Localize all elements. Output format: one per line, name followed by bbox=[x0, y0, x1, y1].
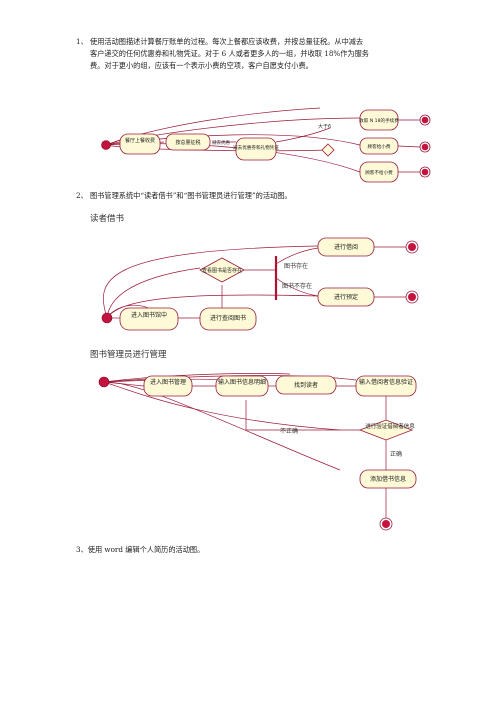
d1-node-tax-label: 按总量征税 bbox=[175, 139, 200, 146]
d1-edge-9 bbox=[275, 127, 331, 143]
d3-node-add: 添加借书信息 bbox=[359, 469, 417, 489]
d2-edge-1 bbox=[102, 245, 319, 319]
d3-node-enter: 进入图书管理 bbox=[143, 375, 193, 397]
diagram-2: 进入图书馆中 进行查阅图书 查看图书是否存在 图书存在 图书不存在 进行借阅 进… bbox=[101, 237, 419, 331]
diagram-2-subtitle: 读者借书 bbox=[90, 214, 125, 224]
d3-guard-right: 正确 bbox=[390, 450, 402, 458]
d1-node-tax: 按总量征税 bbox=[165, 133, 211, 151]
svg-text:进入图书馆中: 进入图书馆中 bbox=[131, 311, 167, 319]
d1-end-edges bbox=[397, 119, 421, 173]
question-2-text: 图书管理系统中“读者借书”和“图书管理员进行管理”的活动图。 bbox=[90, 191, 292, 200]
d3-node-input-info-label: 输入图书信息明细 bbox=[218, 378, 266, 386]
diagram-3: 进入图书管理 输入图书信息明细 找到读者 输入借阅者信息验证 进行验证借阅者信息… bbox=[98, 373, 417, 531]
question-3: 3、使用 word 编辑个人简历的活动图。 bbox=[76, 544, 436, 556]
question-1-number: 1、 bbox=[76, 37, 88, 46]
d2-edge-3 bbox=[106, 294, 319, 319]
d3-guard-wrong: 不正确 bbox=[280, 427, 298, 435]
d1-node-tip-yes-label: 顾客给小费 bbox=[368, 143, 391, 150]
d2-edge-2 bbox=[106, 267, 201, 319]
d2-node-enter-label: 进入图书馆中 bbox=[131, 311, 167, 319]
d2-end-2 bbox=[405, 290, 419, 304]
question-2: 2、图书管理系统中“读者借书”和“图书管理员进行管理”的活动图。 bbox=[76, 190, 436, 202]
d1-node-coupon: 减去优惠券和礼物凭证 bbox=[233, 137, 279, 161]
question-2-number: 2、 bbox=[76, 191, 88, 200]
d2-node-exists-q-label: 查看图书是否存在 bbox=[202, 267, 242, 274]
d2-node-enter: 进入图书馆中 bbox=[119, 307, 179, 331]
question-1-line-3: 费。对于更小的组，应该有一个表示小费的空项，客户自愿支付小费。 bbox=[90, 61, 313, 70]
d1-node-service-fee: 收取 N 18的手续费 bbox=[359, 109, 399, 131]
d1-node-tip-yes: 顾客给小费 bbox=[359, 137, 399, 155]
d1-node-tip-no: 顾客不给小费 bbox=[359, 161, 399, 183]
question-1-line-1: 使用活动图描述计算餐厅账单的过程。每次上餐都应该收费，并按总量征税。从中减去 bbox=[90, 37, 364, 46]
d3-node-input-info: 输入图书信息明细 bbox=[215, 375, 269, 397]
d3-edge-wrong bbox=[245, 400, 360, 431]
d3-end bbox=[379, 517, 393, 531]
d3-edge-6 bbox=[103, 381, 145, 387]
d3-node-find-label: 找到读者 bbox=[294, 381, 318, 389]
d2-start-node bbox=[101, 312, 113, 324]
d1-node-serve: 餐厅上餐收费 bbox=[119, 133, 161, 155]
d3-node-check: 进行验证借阅者信息 bbox=[358, 419, 415, 441]
d1-end-1 bbox=[419, 114, 431, 126]
question-3-text: 3、使用 word 编辑个人简历的活动图。 bbox=[76, 545, 205, 554]
d1-decision bbox=[321, 143, 335, 157]
d2-end-1 bbox=[405, 240, 419, 254]
d3-node-find: 找到读者 bbox=[275, 375, 337, 395]
d1-guard-big-group: 大于6 bbox=[318, 123, 331, 130]
d2-edge-9 bbox=[275, 247, 319, 265]
d3-node-check-label: 进行验证借阅者信息 bbox=[365, 422, 415, 430]
d1-node-tip-no-label: 顾客不给小费 bbox=[365, 169, 393, 176]
question-1: 1、使用活动图描述计算餐厅账单的过程。每次上餐都应该收费，并按总量征税。从中减去… bbox=[76, 36, 436, 72]
d3-start-node bbox=[98, 376, 110, 388]
d3-node-verify-label: 输入借阅者信息验证 bbox=[359, 378, 413, 386]
d2-node-query-label: 进行查阅图书 bbox=[210, 314, 246, 322]
d2-node-reserve-label: 进行预定 bbox=[334, 293, 358, 301]
d2-node-query: 进行查阅图书 bbox=[199, 307, 257, 331]
d2-end-edges bbox=[374, 246, 406, 298]
d1-edge-label: 减去优惠 bbox=[212, 139, 230, 146]
d1-node-serve-label: 餐厅上餐收费 bbox=[125, 137, 155, 144]
d3-edge-1 bbox=[103, 373, 291, 383]
d1-end-3 bbox=[419, 166, 431, 178]
d3-node-verify: 输入借阅者信息验证 bbox=[355, 375, 417, 397]
d3-edge-5 bbox=[103, 381, 341, 431]
d2-node-exists-q: 查看图书是否存在 bbox=[199, 257, 245, 283]
d2-guard-not-exists: 图书不存在 bbox=[282, 282, 312, 290]
d1-node-service-fee-label: 收取 N 18的手续费 bbox=[359, 117, 399, 124]
d2-guard-exists: 图书存在 bbox=[284, 262, 308, 270]
svg-text:餐厅上餐收费: 餐厅上餐收费 bbox=[125, 137, 155, 144]
d1-start-node bbox=[101, 140, 111, 150]
question-1-line-2: 客户递交的任何优惠券和礼物凭证。对于 6 人或者更多人的一组，并收取 18%作为… bbox=[90, 49, 369, 58]
d2-node-reserve: 进行预定 bbox=[317, 287, 375, 307]
diagram-1: 餐厅上餐收费 按总量征税 减去优惠 减去优惠券和礼物凭证 大于6 收取 N 18… bbox=[101, 107, 431, 183]
d1-node-coupon-label: 减去优惠券和礼物凭证 bbox=[233, 144, 279, 151]
d2-edge-10 bbox=[275, 277, 319, 297]
d2-node-borrow: 进行借阅 bbox=[317, 237, 375, 257]
d1-end-2 bbox=[419, 141, 431, 153]
d3-node-add-label: 添加借书信息 bbox=[370, 475, 406, 483]
d2-node-borrow-label: 进行借阅 bbox=[334, 243, 358, 251]
diagram-3-subtitle: 图书管理员进行管理 bbox=[90, 350, 167, 360]
d3-node-enter-label: 进入图书管理 bbox=[150, 378, 186, 386]
